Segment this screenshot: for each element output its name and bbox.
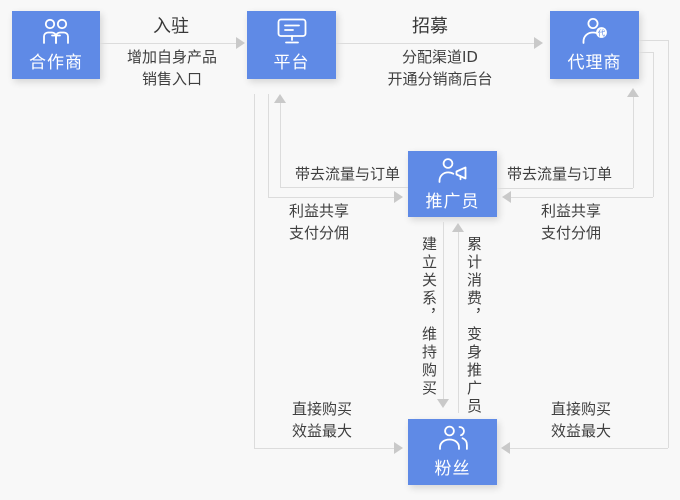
edge-promoter-agent-vline — [633, 97, 634, 188]
edge-agent-promoter-hline — [511, 197, 653, 198]
edge-fans-promoter-arrowhead — [452, 223, 464, 232]
label-share-left-line2: 支付分佣 — [289, 224, 350, 242]
label-direct-right-line1: 直接购买 — [551, 400, 612, 418]
monitor-icon — [277, 18, 306, 44]
label-recruit-desc-line2: 开通分销商后台 — [387, 70, 493, 88]
edge-agent-promoter-stub — [639, 52, 653, 53]
label-direct-left: 直接购买 效益最大 — [292, 398, 352, 442]
node-promoter: 推广员 — [408, 151, 497, 217]
edge-promoter-platform-vline — [280, 103, 281, 187]
label-share-right: 利益共享 支付分佣 — [541, 200, 601, 244]
node-fans-label: 粉丝 — [434, 459, 471, 479]
label-traffic-left: 带去流量与订单 — [294, 165, 400, 183]
node-partner: 合作商 — [12, 11, 100, 79]
label-recruit-desc: 分配渠道ID 开通分销商后台 — [368, 46, 512, 90]
edge-platform-fans-hline — [254, 448, 394, 449]
edge-platform-fans-arrowhead — [394, 442, 403, 454]
edge-promoter-agent-hline — [497, 188, 633, 189]
edge-agent-fans-vline — [668, 40, 669, 448]
people-group-icon — [438, 425, 468, 450]
edge-agent-fans-hline — [510, 448, 668, 449]
edge-platform-agent-line — [336, 43, 534, 44]
node-partner-label: 合作商 — [29, 52, 83, 73]
agent-badge-glyph: 代 — [597, 27, 605, 37]
label-accumulate: 累计消费，变身推广员 — [465, 236, 483, 416]
edge-platform-promoter-hline — [268, 197, 394, 198]
edge-promoter-platform-hline — [280, 187, 408, 188]
label-recruit-desc-line1: 分配渠道ID — [402, 48, 478, 66]
edge-agent-promoter-arrowhead — [502, 191, 511, 203]
agent-person-badge-icon: 代 — [582, 18, 607, 44]
edge-platform-agent-arrowhead — [534, 37, 543, 49]
edge-promoter-fans-vline — [443, 222, 444, 399]
edge-platform-fans-vline — [254, 94, 255, 448]
label-share-left: 利益共享 支付分佣 — [289, 200, 349, 244]
label-enter-desc-line1: 增加自身产品 — [126, 48, 217, 66]
edge-partner-platform-arrowhead — [236, 37, 245, 49]
label-enter-desc: 增加自身产品 销售入口 — [108, 46, 236, 90]
label-enter-desc-line2: 销售入口 — [141, 70, 202, 88]
label-share-right-line2: 支付分佣 — [541, 224, 602, 242]
node-agent: 代 代理商 — [550, 11, 639, 79]
edge-partner-platform-line — [100, 43, 236, 44]
edge-fans-promoter-vline — [458, 232, 459, 413]
node-fans: 粉丝 — [408, 419, 497, 485]
label-share-left-line1: 利益共享 — [289, 202, 350, 220]
label-enter-title: 入驻 — [153, 16, 189, 37]
label-share-right-line1: 利益共享 — [541, 202, 602, 220]
label-direct-left-line2: 效益最大 — [292, 422, 353, 440]
label-recruit-title: 招募 — [412, 16, 448, 37]
edge-platform-promoter-arrowhead — [394, 191, 403, 203]
node-platform-label: 平台 — [273, 53, 310, 73]
edge-promoter-platform-arrowhead — [274, 94, 286, 103]
node-agent-label: 代理商 — [567, 53, 622, 73]
label-direct-left-line1: 直接购买 — [292, 400, 353, 418]
person-megaphone-icon — [438, 157, 466, 183]
edge-agent-fans-arrowhead — [501, 442, 510, 454]
edge-platform-promoter-vline — [268, 94, 269, 197]
label-relationship: 建立关系，维持购买 — [420, 236, 438, 398]
label-direct-right-line2: 效益最大 — [551, 422, 612, 440]
label-direct-right: 直接购买 效益最大 — [551, 398, 611, 442]
edge-agent-fans-stub — [639, 40, 668, 41]
label-traffic-right: 带去流量与订单 — [507, 165, 613, 183]
node-platform: 平台 — [247, 11, 336, 79]
partners-icon — [43, 18, 69, 44]
edge-agent-promoter-vline — [653, 52, 654, 197]
node-promoter-label: 推广员 — [425, 191, 480, 212]
edge-promoter-fans-arrowhead — [437, 399, 449, 408]
edge-promoter-agent-arrowhead — [627, 88, 639, 97]
